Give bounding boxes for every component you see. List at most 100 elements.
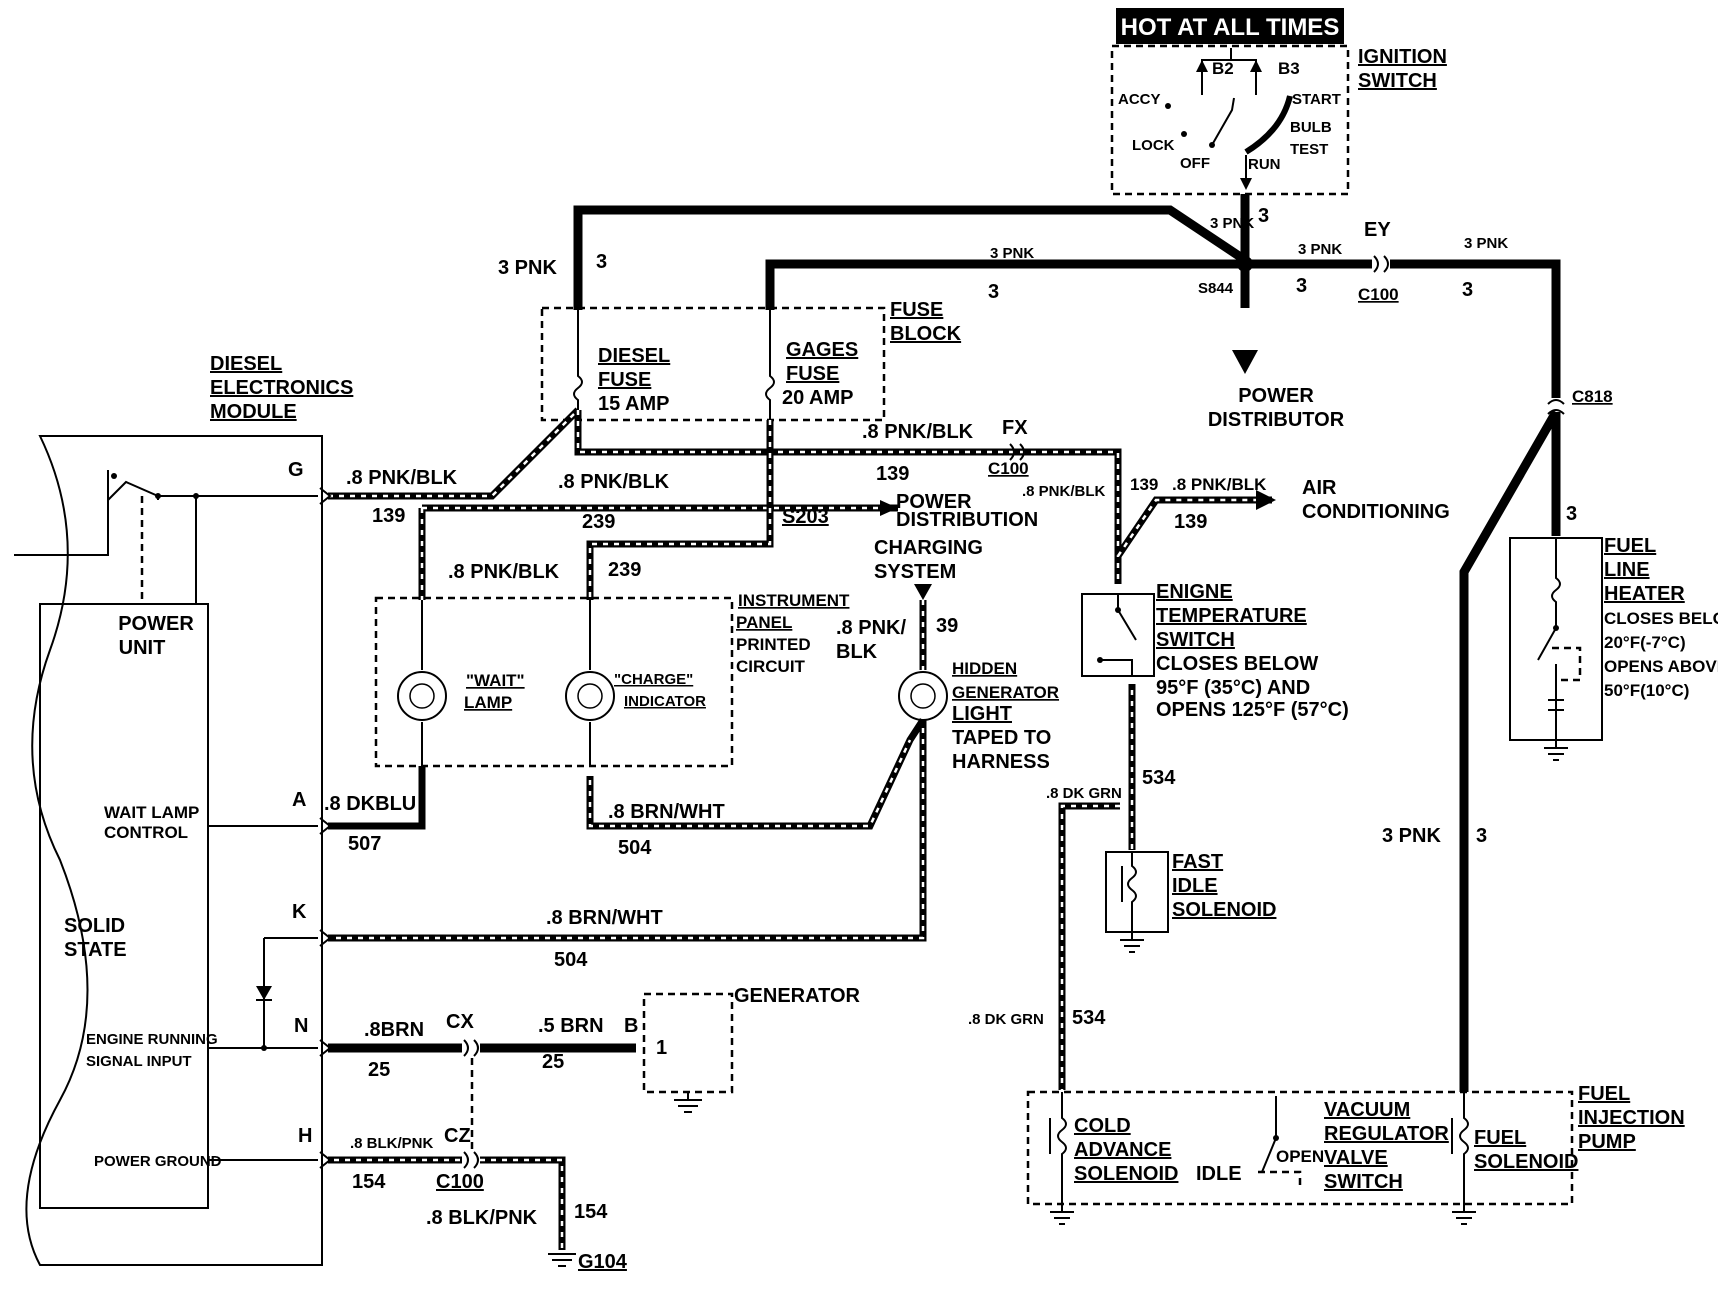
vacuum-switch-label-1: VACUUM <box>1324 1099 1410 1121</box>
generator-terminal-b: B <box>624 1015 638 1037</box>
fuel-heater-desc-3: OPENS ABOVE <box>1604 657 1718 676</box>
fuse-block-box <box>540 306 886 422</box>
wire-534-cold-advance <box>1058 802 1120 1090</box>
vacuum-switch-linkage <box>1258 1170 1302 1186</box>
power-distribution-arrow-icon <box>880 500 898 516</box>
generator-title: GENERATOR <box>734 985 860 1007</box>
lock-contact-icon <box>1181 131 1187 137</box>
vacuum-switch-arm <box>1261 1096 1277 1173</box>
temp-switch-desc-1: CLOSES BELOW <box>1156 653 1318 675</box>
fuel-solenoid-coil-icon <box>1451 1092 1469 1204</box>
fuse-block-title-1: FUSE <box>890 299 943 321</box>
fast-idle-label-3: SOLENOID <box>1172 899 1276 921</box>
b3-label: B3 <box>1278 59 1300 78</box>
generator-ground-icon <box>674 1092 702 1113</box>
accy-label: ACCY <box>1118 91 1161 108</box>
fuel-heater-title-1: FUEL <box>1604 535 1656 557</box>
air-conditioning-label-2: CONDITIONING <box>1302 501 1450 523</box>
power-unit-label-1: POWER <box>118 613 194 635</box>
charging-system-label-1: CHARGING <box>874 537 983 559</box>
hot-at-all-times-banner <box>1116 8 1344 44</box>
trunk-wire-label: 3 PNK <box>1210 215 1254 232</box>
dem-switch-contact-icon <box>111 473 117 479</box>
fuel-heater-pivot-icon <box>1553 625 1559 631</box>
wire-154-dem-label: .8 BLK/PNK <box>350 1135 434 1152</box>
b2-arrow-icon <box>1196 60 1208 72</box>
dem-title-3: MODULE <box>210 401 297 423</box>
generator-pin-1: 1 <box>656 1037 667 1059</box>
wire-25-gen-label: .5 BRN <box>538 1015 604 1037</box>
solid-state-label-2: STATE <box>64 939 127 961</box>
g104-ground-icon <box>548 1253 576 1267</box>
ac-circuit-number-top: 139 <box>1130 475 1158 494</box>
pump-feed-circuit-number: 3 <box>1476 825 1487 847</box>
wire-154-dem-circuit-number: 154 <box>352 1171 386 1193</box>
charging-system-label-2: SYSTEM <box>874 561 956 583</box>
ac-circuit-number: 139 <box>1174 511 1207 533</box>
dem-node-icon <box>155 493 161 499</box>
s844-label: S844 <box>1198 280 1234 297</box>
cold-advance-coil-icon <box>1049 1092 1067 1204</box>
power-unit-label-2: UNIT <box>119 637 166 659</box>
wire-154-ground-circuit-number: 154 <box>574 1201 608 1223</box>
c100-fx-label: C100 <box>988 459 1029 478</box>
power-ground-label: POWER GROUND <box>94 1153 222 1170</box>
vacuum-switch-label-4: SWITCH <box>1324 1171 1403 1193</box>
pump-feed-wire-label: 3 PNK <box>1382 825 1441 847</box>
fx-c100-connector-icon <box>1009 443 1025 461</box>
ignition-switch-title-2: SWITCH <box>1358 70 1437 92</box>
c100-feed-wire-label: 3 PNK <box>1298 241 1342 258</box>
wire-3-pnk-gages-fuse-feed <box>765 259 1245 310</box>
b3-arrow-icon <box>1250 60 1262 72</box>
hidden-light-label-5: HARNESS <box>952 751 1050 773</box>
dem-title-2: ELECTRONICS <box>210 377 353 399</box>
c818-label: C818 <box>1572 387 1613 406</box>
diesel-feed-wire-label: 3 PNK <box>498 257 557 279</box>
fuel-solenoid-label-2: SOLENOID <box>1474 1151 1578 1173</box>
gages-fuse-label-1: GAGES <box>786 339 858 361</box>
wire-239-circuit-number: 239 <box>582 511 615 533</box>
cold-advance-label-3: SOLENOID <box>1074 1163 1178 1185</box>
wire-39-circuit-number: 39 <box>936 615 958 637</box>
dem-title-1: DIESEL <box>210 353 282 375</box>
wire-507-circuit-number: 507 <box>348 833 381 855</box>
ac-wire-label: .8 PNK/BLK <box>1172 475 1267 494</box>
wire-534-bottom-label: .8 DK GRN <box>968 1011 1044 1028</box>
wire-39-label-2: BLK <box>836 641 878 663</box>
charge-feed-circuit-number: 239 <box>608 559 641 581</box>
c100-feed-circuit-number: 3 <box>1296 275 1307 297</box>
hidden-light-label-2: GENERATOR <box>952 683 1059 702</box>
vacuum-switch-label-2: REGULATOR <box>1324 1123 1449 1145</box>
wire-507-wait-lamp <box>328 766 426 830</box>
fuel-heater-element-2-icon <box>1548 664 1564 740</box>
temp-switch-pivot-icon <box>1115 607 1121 613</box>
ignition-bus-bracket <box>1201 48 1257 95</box>
fuel-injection-pump-box <box>1026 1090 1574 1206</box>
hidden-light-label-3: LIGHT <box>952 703 1012 725</box>
wire-25-gen-circuit-number: 25 <box>542 1051 564 1073</box>
wait-lamp-control-label-2: CONTROL <box>104 823 188 842</box>
wait-feed-wire-label: .8 PNK/BLK <box>448 561 560 583</box>
instrument-panel-title-3: PRINTED <box>736 635 811 654</box>
trunk-circuit-number: 3 <box>1258 205 1269 227</box>
bulb-label: BULB <box>1290 119 1332 136</box>
wire-504-charge-circuit-number: 504 <box>618 837 652 859</box>
gages-feed-wire-label: 3 PNK <box>990 245 1034 262</box>
wait-lamp-label-1: "WAIT" <box>466 671 525 690</box>
c100-top-label: C100 <box>1358 285 1399 304</box>
c100-ground-label: C100 <box>436 1171 484 1193</box>
engine-running-label-2: SIGNAL INPUT <box>86 1053 192 1070</box>
off-label: OFF <box>1180 155 1210 172</box>
pin-h-label: H <box>298 1125 312 1147</box>
hidden-generator-light-icon <box>898 671 948 721</box>
charge-indicator-bulb-icon <box>565 671 615 721</box>
fuel-heater-desc-4: 50°F(10°C) <box>1604 681 1689 700</box>
temp-switch-title-1: ENIGNE <box>1156 581 1233 603</box>
pin-g-wire-label: .8 PNK/BLK <box>346 467 458 489</box>
c818-feed-circuit-number: 3 <box>1462 279 1473 301</box>
wire-3-pnk-to-c818 <box>1390 259 1561 398</box>
temp-switch-desc-2: 95°F (35°C) AND <box>1156 677 1310 699</box>
wait-lamp-control-label-1: WAIT LAMP <box>104 803 199 822</box>
diesel-fuse-label-2: FUSE <box>598 369 651 391</box>
